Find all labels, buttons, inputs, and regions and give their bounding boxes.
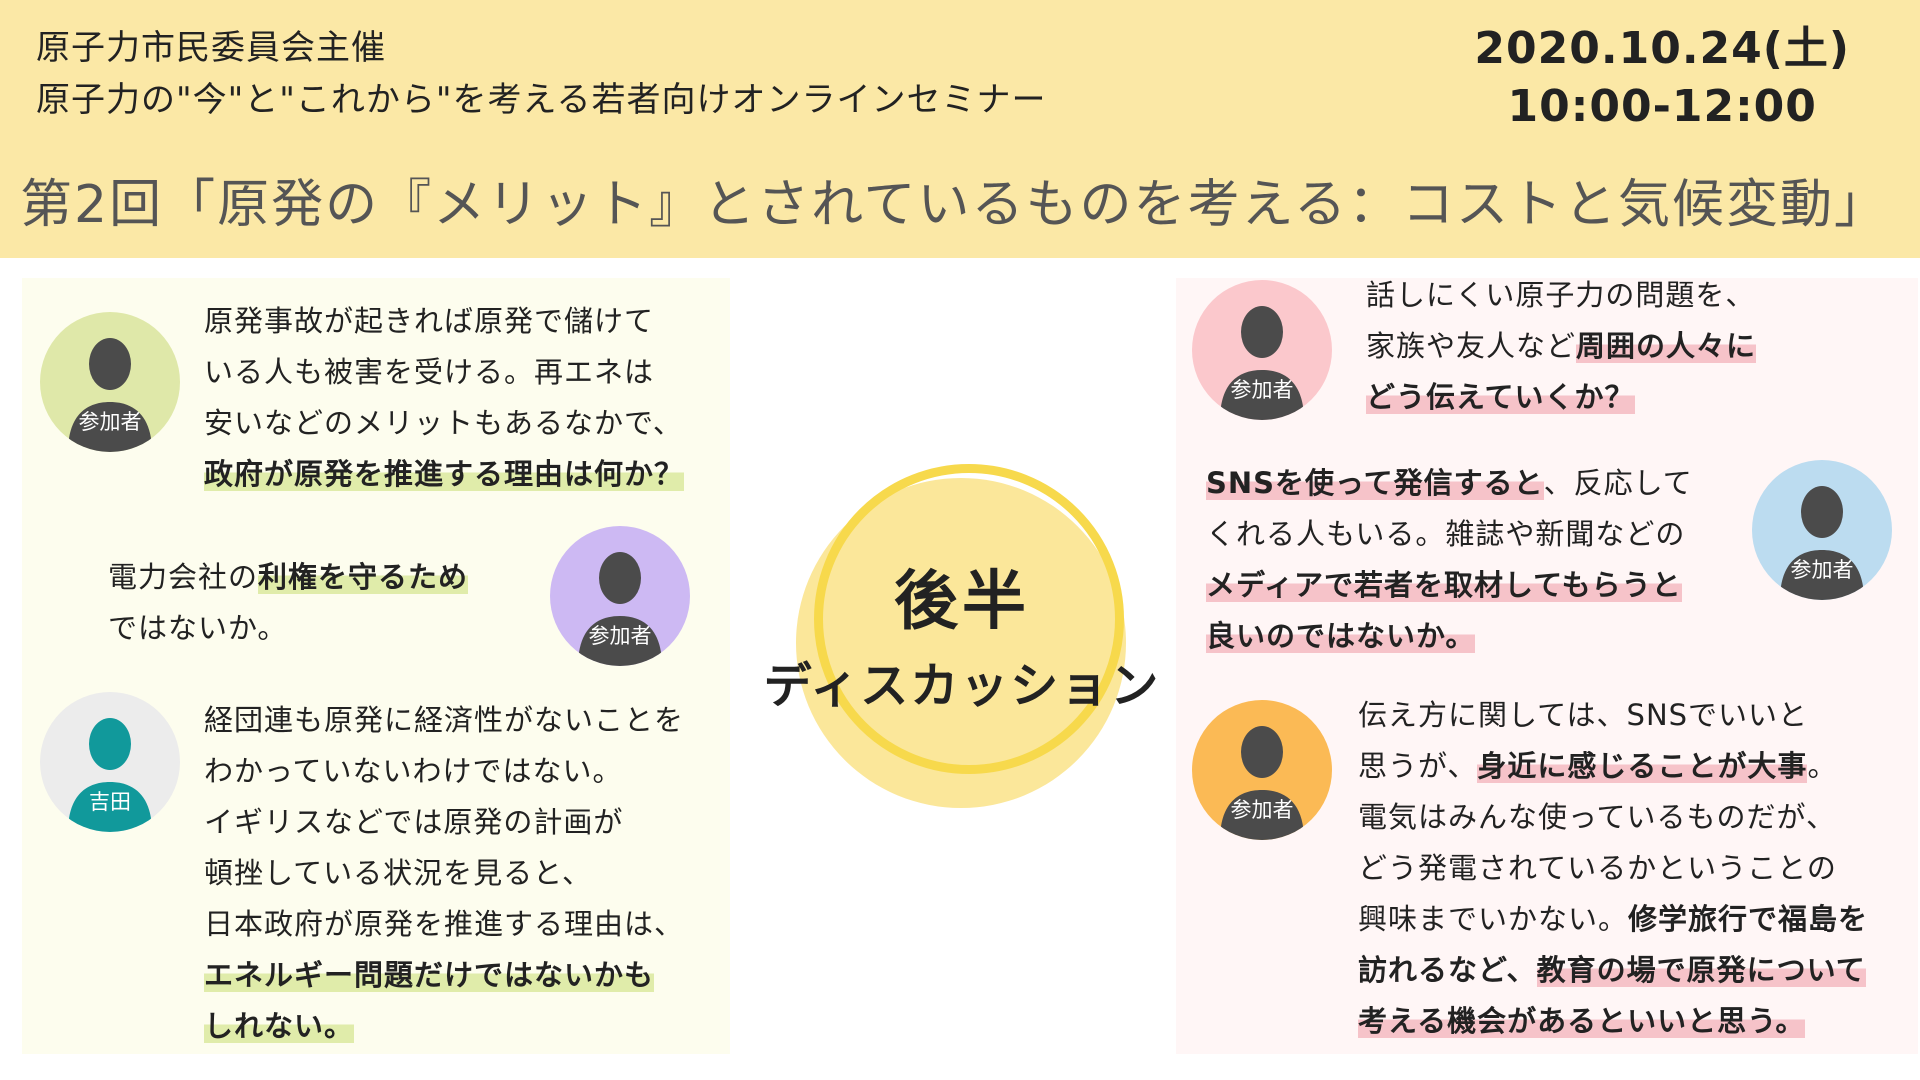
highlight-text: 周囲の人々に: [1576, 329, 1757, 363]
discussion-label: ディスカッション: [763, 658, 1161, 714]
comment-line: 思うが、身近に感じることが大事。: [1358, 741, 1868, 792]
comment-line: エネルギー問題だけではないかも: [204, 950, 684, 1001]
comment-line: 考える機会があるといいと思う。: [1358, 996, 1868, 1047]
highlight-text: しれない。: [204, 1009, 355, 1043]
center-ring: [814, 464, 1124, 774]
comment-line: 興味までいかない。修学旅行で福島を: [1358, 894, 1868, 945]
comment-line: 伝え方に関しては、SNSでいいと: [1358, 698, 1809, 732]
header: 原子力市民委員会主催 原子力の"今"と"これから"を考える若者向けオンラインセミ…: [0, 0, 1920, 258]
comment-text: 思うが、: [1358, 749, 1478, 783]
event-time: 10:00-12:00: [1507, 81, 1817, 132]
comment-line: くれる人もいる。雑誌や新聞などの: [1206, 517, 1686, 551]
speaker-label: 参加者: [1230, 798, 1294, 822]
person-icon: [1780, 486, 1864, 600]
comment-line: 家族や友人など周囲の人々に: [1366, 321, 1757, 372]
comment-text: 家族や友人など: [1366, 329, 1577, 363]
organizer-line-2: 原子力の"今"と"これから"を考える若者向けオンラインセミナー: [36, 80, 1047, 120]
participant-avatar: 参加者: [1192, 280, 1332, 420]
comment-text: 、反応して: [1543, 466, 1693, 500]
speaker-label: 参加者: [78, 410, 142, 434]
seminar-title: 第2回「原発の『メリット』とされているものを考える：コストと気候変動」: [20, 175, 1888, 235]
comment-line: メディアで若者を取材してもらうと: [1206, 560, 1693, 611]
comment-line: 原発事故が起きれば原発で儲けて: [204, 304, 655, 338]
comment-line: しれない。: [204, 1001, 684, 1052]
participant-avatar: 参加者: [40, 312, 180, 452]
speaker-label: 参加者: [1790, 558, 1854, 582]
comment-line: 良いのではないか。: [1206, 611, 1693, 662]
comment-line: 電気はみんな使っているものだが、: [1358, 800, 1836, 834]
organizer: 原子力市民委員会主催 原子力の"今"と"これから"を考える若者向けオンラインセミ…: [36, 22, 1047, 126]
speaker-label: 参加者: [1230, 378, 1294, 402]
highlight-text: SNSを使って発信すると: [1206, 466, 1544, 500]
organizer-line-1: 原子力市民委員会主催: [36, 28, 386, 68]
highlight-text: エネルギー問題だけではないかも: [204, 958, 655, 992]
comment-participant-6: 伝え方に関しては、SNSでいいと 思うが、身近に感じることが大事。 電気はみんな…: [1358, 690, 1868, 1047]
highlight-text: 考える機会があるといいと思う。: [1358, 1004, 1806, 1038]
comment-participant-4: 話しにくい原子力の問題を、 家族や友人など周囲の人々に どう伝えていくか？: [1366, 270, 1757, 423]
comment-participant-2: 電力会社の利権を守るため ではないか。: [108, 552, 469, 654]
second-half-title: 後半: [894, 565, 1030, 639]
comment-line: 日本政府が原発を推進する理由は、: [204, 907, 685, 941]
participant-avatar: 参加者: [1192, 700, 1332, 840]
participant-avatar: 参加者: [1752, 460, 1892, 600]
comment-participant-5: SNSを使って発信すると、反応して くれる人もいる。雑誌や新聞などの メディアで…: [1206, 458, 1693, 662]
date-time: 2020.10.24(土) 10:00-12:00: [1474, 20, 1850, 136]
highlight-text: どう伝えていくか？: [1366, 380, 1635, 414]
event-date: 2020.10.24(土): [1474, 23, 1850, 74]
comment-participant-1: 原発事故が起きれば原発で儲けて いる人も被害を受ける。再エネは 安いなどのメリッ…: [204, 296, 685, 500]
speaker-label: 吉田: [89, 790, 131, 814]
comment-line: ではないか。: [108, 611, 288, 645]
comment-line: 政府が原発を推進する理由は何か？: [204, 449, 685, 500]
speaker-label: 参加者: [588, 624, 652, 648]
highlight-text: 利権を守るため: [258, 560, 469, 594]
comment-line: 訪れるなど、教育の場で原発について: [1358, 945, 1868, 996]
person-icon: [1220, 306, 1304, 420]
highlight-text: 政府が原発を推進する理由は何か？: [204, 457, 685, 491]
comment-line: 電力会社の利権を守るため: [108, 552, 469, 603]
person-icon: [1220, 726, 1304, 840]
bold-text: 修学旅行で福島を: [1628, 902, 1869, 936]
person-icon: [68, 338, 152, 452]
yoshida-avatar: 吉田: [40, 692, 180, 832]
center-section-label: 後半 ディスカッション: [764, 462, 1158, 808]
comment-line: どう伝えていくか？: [1366, 372, 1756, 423]
comment-line: いる人も被害を受ける。再エネは: [204, 355, 655, 389]
comment-line: 話しにくい原子力の問題を、: [1366, 278, 1756, 312]
highlight-text: メディアで若者を取材してもらうと: [1206, 568, 1682, 602]
comment-line: イギリスなどでは原発の計画が: [204, 805, 624, 839]
comment-line: SNSを使って発信すると、反応して: [1206, 458, 1693, 509]
highlight-text: 身近に感じることが大事: [1477, 749, 1808, 783]
comment-text: 興味までいかない。: [1358, 902, 1629, 936]
bold-text: 訪れるなど、: [1358, 953, 1537, 987]
comment-text: 電力会社の: [108, 560, 259, 594]
comment-line: 安いなどのメリットもあるなかで、: [204, 406, 683, 440]
person-icon: [578, 552, 662, 666]
highlight-text: 教育の場で原発について: [1536, 953, 1866, 987]
highlight-text: 良いのではないか。: [1206, 619, 1476, 653]
person-icon: [68, 718, 152, 832]
comment-line: どう発電されているかということの: [1358, 851, 1837, 885]
comment-yoshida: 経団連も原発に経済性がないことを わかっていないわけではない。 イギリスなどでは…: [204, 695, 684, 1052]
comment-line: 経団連も原発に経済性がないことを: [204, 703, 685, 737]
participant-avatar: 参加者: [550, 526, 690, 666]
comment-text: 。: [1807, 749, 1838, 783]
comment-line: 頓挫している状況を見ると、: [204, 856, 592, 890]
comment-line: わかっていないわけではない。: [204, 754, 623, 788]
